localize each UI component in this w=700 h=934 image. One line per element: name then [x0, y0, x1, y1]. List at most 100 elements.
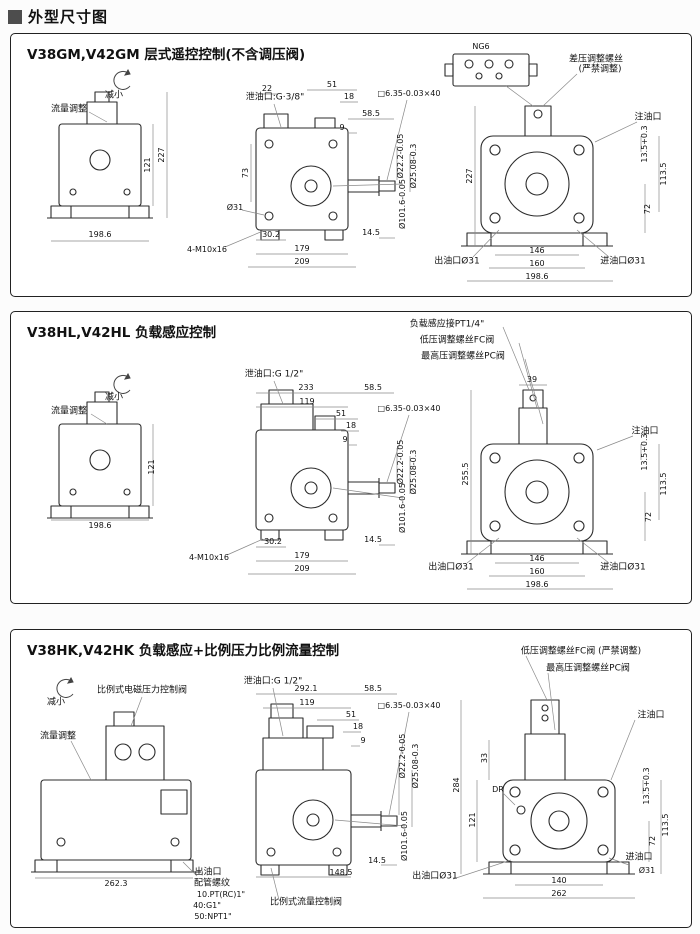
decrease-label: 减小: [46, 697, 66, 708]
p1-dim-179: 179: [294, 244, 310, 253]
p1-dim-14-5: 14.5: [362, 228, 380, 237]
p2-dim-113-5: 113.5: [659, 472, 668, 496]
p3-pilot-dia: Ø101.6-0.05: [400, 811, 409, 861]
p3-dim-140: 140: [551, 876, 567, 885]
p2-dim-160: 160: [529, 567, 545, 576]
p2-dim-9: 9: [342, 435, 348, 444]
inlet-port-dia: Ø31: [638, 866, 656, 875]
p2-dim-51: 51: [335, 409, 347, 418]
p2-dim-179: 179: [294, 551, 310, 560]
page-title: 外型尺寸图: [28, 8, 109, 26]
p2-dim-198-6-right: 198.6: [525, 580, 549, 589]
p3-drawing: [31, 655, 662, 901]
prop-pressure-valve-callout: 比例式电磁压力控制阀: [96, 685, 188, 696]
p3-dim-18: 18: [352, 722, 364, 731]
p2-dim-14-5: 14.5: [364, 535, 382, 544]
p3-dim-284: 284: [452, 777, 461, 793]
oil-fill-port-callout: 注油口: [634, 112, 662, 123]
p3-dim-13-5: 13.5+0.3: [642, 767, 651, 805]
prop-flow-valve-callout: 比例式流量控制阀: [269, 897, 343, 908]
low-pressure-screw-callout: 低压调整螺丝FC阀 (严禁调整): [520, 646, 642, 657]
p1-dim-o31: Ø31: [226, 203, 244, 212]
p1-dim-146: 146: [529, 246, 545, 255]
p2-dim-58-5: 58.5: [364, 383, 382, 392]
decrease-label: 减小: [104, 392, 124, 403]
flow-adjust-callout: 流量调整: [50, 406, 88, 417]
p1-dim-18: 18: [343, 92, 355, 101]
p2-dim-146: 146: [529, 554, 545, 563]
rotate-arrow-icon: [56, 676, 74, 698]
p3-dim-58-5: 58.5: [364, 684, 382, 693]
p1-shaft-dia-2: Ø25.08-0.3: [409, 143, 418, 189]
panel3-title: V38HK,V42HK 负载感应+比例压力比例流量控制: [27, 643, 340, 659]
panel-v38hk-v42hk: V38HK,V42HK 负载感应+比例压力比例流量控制: [10, 629, 692, 928]
load-sensing-callout: 负载感应接PT1/4": [409, 319, 485, 330]
outlet-port-callout: 出油口Ø31: [428, 562, 474, 573]
inlet-port-callout: 进油口Ø31: [600, 256, 646, 267]
p2-key-spec: □6.35-0.03×40: [377, 404, 441, 413]
flow-adjust-callout: 流量调整: [50, 104, 88, 115]
p3-dim-262-3: 262.3: [104, 879, 128, 888]
p2-dim-72: 72: [644, 511, 653, 523]
p1-pilot-dia: Ø101.6-0.05: [398, 179, 407, 229]
p2-drawing: [47, 326, 660, 590]
drain-port-callout: 泄油口:G·3/8": [245, 92, 305, 103]
p1-shaft-dia-1: Ø22.2-0.05: [396, 133, 405, 179]
header-bullet-icon: [8, 9, 22, 24]
p1-dim-198-6-right: 198.6: [525, 272, 549, 281]
low-pressure-screw-callout: 低压调整螺丝FC阀: [419, 335, 495, 346]
p2-dim-209: 209: [294, 564, 310, 573]
p1-drawing: [47, 53, 660, 282]
p1-key-spec: □6.35-0.03×40: [377, 89, 441, 98]
panel1-title: V38GM,V42GM 层式遥控控制(不含调压阀): [27, 47, 306, 63]
p2-dim-198-6-left: 198.6: [88, 521, 112, 530]
pipe-note-line2: 配管螺纹: [193, 878, 231, 889]
p3-shaft-dia-1: Ø22.2-0.05: [398, 733, 407, 779]
p3-shaft-dia-2: Ø25.08-0.3: [411, 743, 420, 789]
p1-dim-227-left: 227: [157, 147, 166, 163]
p2-dim-233: 233: [298, 383, 314, 392]
p3-dim-14-5: 14.5: [368, 856, 386, 865]
p1-dim-209: 209: [294, 257, 310, 266]
p3-dim-9: 9: [360, 736, 366, 745]
p2-dim-39: 39: [526, 375, 538, 384]
high-pressure-screw-callout: 最高压调整螺丝PC阀: [421, 351, 505, 362]
p2-dim-13-5: 13.5+0.3: [640, 433, 649, 471]
p2-pilot-dia: Ø101.6-0.05: [398, 483, 407, 533]
page-header: 外型尺寸图: [8, 6, 108, 27]
p1-dim-51: 51: [326, 80, 338, 89]
pipe-note-line1: 出油口: [194, 867, 222, 878]
p1-dim-58-5: 58.5: [362, 109, 380, 118]
p2-dim-121: 121: [147, 459, 156, 475]
p2-bolts-spec: 4-M10x16: [189, 553, 229, 562]
p1-dim-30-2: 30.2: [262, 230, 280, 239]
p1-dim-113-5: 113.5: [659, 162, 668, 186]
p2-dim-18: 18: [345, 421, 357, 430]
diff-pressure-screw-note: (严禁调整): [578, 64, 622, 75]
high-pressure-screw-callout: 最高压调整螺丝PC阀: [546, 663, 630, 674]
oil-fill-port-callout: 注油口: [631, 426, 659, 437]
p3-dim-51: 51: [345, 710, 357, 719]
outlet-port-callout: 出油口Ø31: [412, 871, 458, 882]
ng6-label: NG6: [472, 42, 490, 51]
decrease-label: 减小: [104, 90, 124, 101]
pipe-note-line3: 10.PT(RC)1": [196, 890, 246, 899]
rotate-arrow-icon: [113, 68, 131, 90]
p3-dim-262: 262: [551, 889, 567, 898]
p3-dim-113-5: 113.5: [661, 813, 670, 837]
inlet-port-callout: 进油口Ø31: [600, 562, 646, 573]
pipe-note-line4: 40:G1": [193, 901, 221, 910]
outlet-port-callout: 出油口Ø31: [434, 256, 480, 267]
p1-dim-13-5: 13.5+0.3: [640, 125, 649, 163]
p3-dim-148-5: 148.5: [329, 868, 353, 877]
p1-dim-72: 72: [643, 203, 652, 215]
p1-dim-9: 9: [339, 123, 345, 132]
dr-port-label: DR: [492, 785, 504, 794]
p3-dim-121: 121: [468, 812, 477, 828]
diff-pressure-screw-callout: 差压调整螺丝: [568, 54, 624, 65]
panel-v38hl-v42hl: V38HL,V42HL 负载感应控制: [10, 311, 692, 604]
p1-dim-73: 73: [241, 167, 250, 179]
p1-dim-121: 121: [143, 157, 152, 173]
panel2-title: V38HL,V42HL 负载感应控制: [27, 325, 217, 341]
inlet-port-callout: 进油口: [625, 852, 653, 863]
